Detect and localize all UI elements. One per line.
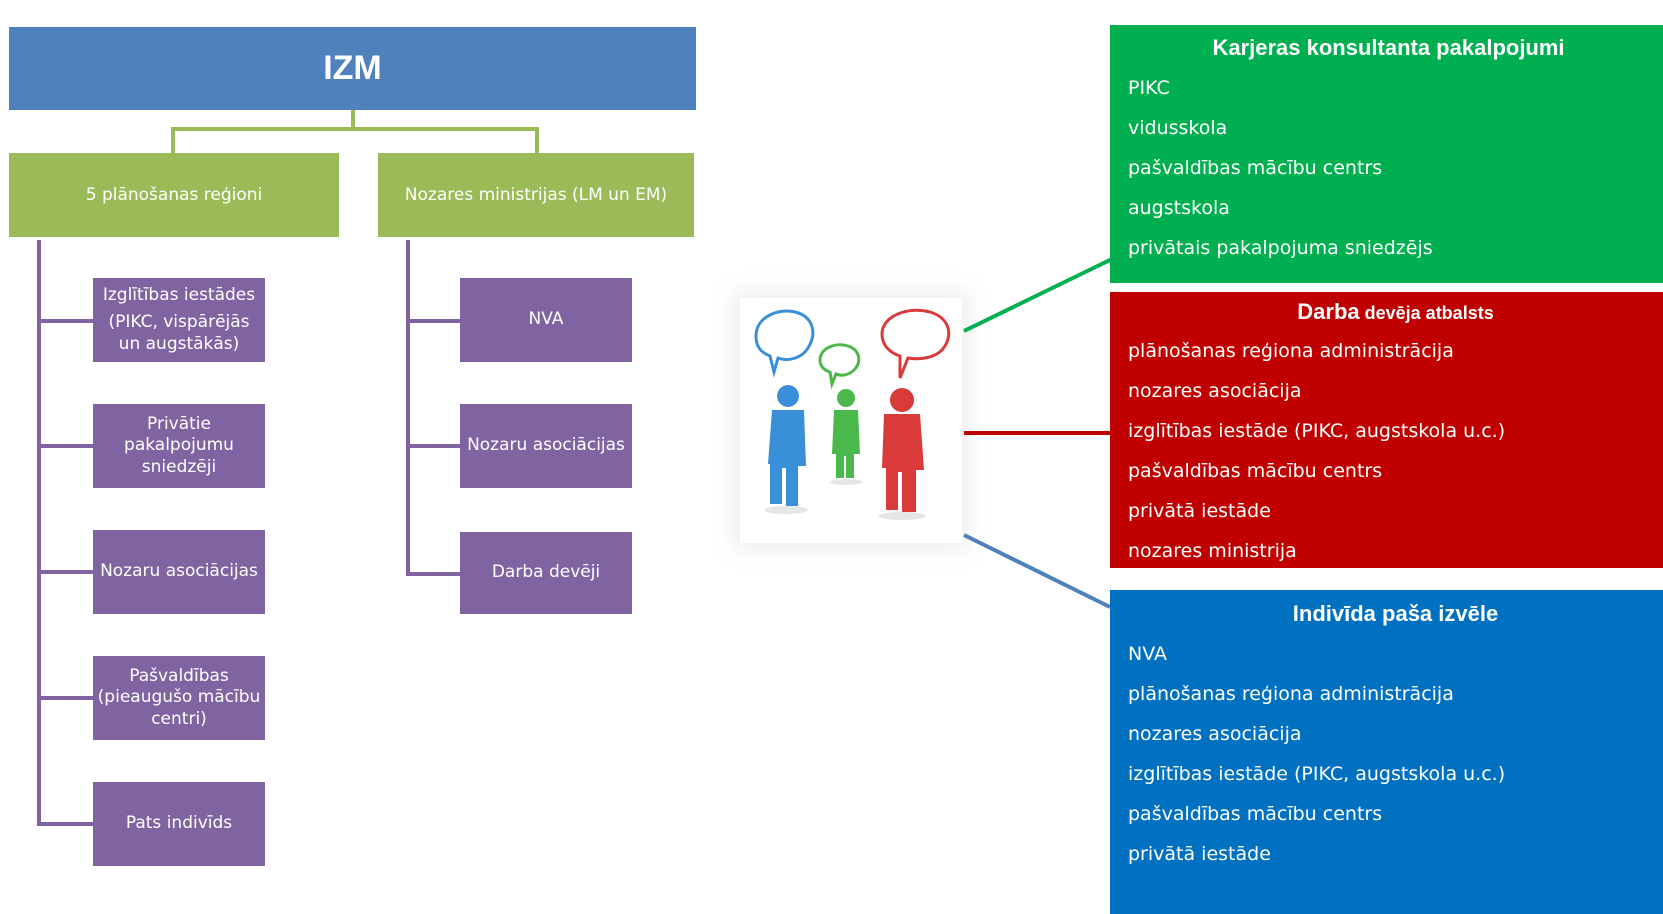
connector-left-spine bbox=[37, 240, 41, 826]
node-industry-associations-left: Nozaru asociācijas bbox=[93, 530, 265, 614]
connector-right-drop bbox=[535, 127, 539, 154]
connector-root-stem bbox=[351, 110, 355, 131]
panel-individual-choice: Indivīda paša izvēle NVA plānošanas reģi… bbox=[1110, 590, 1663, 914]
panel-item: privātā iestāde bbox=[1128, 500, 1271, 522]
panel-item: pašvaldības mācību centrs bbox=[1128, 460, 1383, 482]
connector-horizontal bbox=[171, 127, 539, 131]
node-line: (pieaugušo mācību bbox=[97, 687, 261, 708]
node-line: un augstākās) bbox=[118, 333, 240, 354]
node-line: Pats indivīds bbox=[125, 813, 233, 834]
node-line: Izglītības iestādes bbox=[102, 285, 256, 306]
branch-regions: 5 plānošanas reģioni bbox=[9, 153, 339, 237]
node-line: Darba devēji bbox=[491, 562, 601, 583]
connector-right-tick-1 bbox=[406, 319, 460, 323]
node-municipalities: Pašvaldības (pieaugušo mācību centri) bbox=[93, 656, 265, 740]
node-nva: NVA bbox=[460, 278, 632, 362]
node-line: NVA bbox=[528, 309, 564, 330]
panel-item: nozares ministrija bbox=[1128, 540, 1297, 562]
panel-item: izglītības iestāde (PIKC, augstskola u.c… bbox=[1128, 763, 1506, 785]
panel-item: izglītības iestāde (PIKC, augstskola u.c… bbox=[1128, 420, 1506, 442]
connector-left-tick-4 bbox=[37, 696, 93, 700]
panel-item: privātais pakalpojuma sniedzējs bbox=[1128, 237, 1433, 259]
node-line: (PIKC, vispārējās bbox=[108, 312, 250, 333]
connector-right-spine bbox=[406, 240, 410, 576]
branch-ministries: Nozares ministrijas (LM un EM) bbox=[378, 153, 694, 237]
node-line: Privātie bbox=[147, 414, 211, 435]
node-line: sniedzēji bbox=[141, 456, 217, 477]
panel-item: augstskola bbox=[1128, 197, 1230, 219]
node-employers: Darba devēji bbox=[460, 532, 632, 614]
panel-item: plānošanas reģiona administrācija bbox=[1128, 340, 1454, 362]
panel-title: Indivīda paša izvēle bbox=[1292, 601, 1499, 626]
connector-to-career bbox=[963, 257, 1113, 333]
panel-title: Darba devēja atbalsts bbox=[1128, 294, 1663, 331]
panel-item: plānošanas reģiona administrācija bbox=[1128, 683, 1454, 705]
panel-title-rest: devēja atbalsts bbox=[1359, 303, 1494, 323]
node-line: Pašvaldības bbox=[129, 666, 229, 687]
node-individual: Pats indivīds bbox=[93, 782, 265, 866]
panel-connectors bbox=[963, 257, 1113, 609]
node-line: centri) bbox=[151, 708, 207, 729]
panel-career-consultant: Karjeras konsultanta pakalpojumi PIKC vi… bbox=[1110, 25, 1663, 283]
node-education-institutions: Izglītības iestādes (PIKC, vispārējās un… bbox=[93, 278, 265, 362]
node-industry-associations-right: Nozaru asociācijas bbox=[460, 404, 632, 488]
panel-title-main: Darba bbox=[1297, 299, 1360, 324]
panel-employer-support: Darba devēja atbalsts plānošanas reģiona… bbox=[1110, 292, 1663, 568]
panel-item: pašvaldības mācību centrs bbox=[1128, 157, 1383, 179]
connector-right-tick-3 bbox=[406, 572, 460, 576]
connector-left-tick-1 bbox=[37, 319, 93, 323]
people-talking-icon bbox=[754, 308, 951, 520]
panel-item: NVA bbox=[1128, 643, 1167, 665]
connector-to-individual bbox=[963, 533, 1111, 609]
node-line: Nozaru asociācijas bbox=[467, 435, 625, 456]
panel-item: nozares asociācija bbox=[1128, 380, 1302, 402]
root-node-izm: IZM bbox=[9, 27, 696, 110]
panel-item: pašvaldības mācību centrs bbox=[1128, 803, 1383, 825]
node-line: Nozaru asociācijas bbox=[100, 561, 258, 582]
panel-item: privātā iestāde bbox=[1128, 843, 1271, 865]
panel-item: nozares asociācija bbox=[1128, 723, 1302, 745]
connector-right-tick-2 bbox=[406, 444, 460, 448]
connector-left-drop bbox=[171, 127, 175, 154]
connector-left-tick-3 bbox=[37, 570, 93, 574]
node-private-providers: Privātie pakalpojumu sniedzēji bbox=[93, 404, 265, 488]
panel-item: vidusskola bbox=[1128, 117, 1228, 139]
panel-item: PIKC bbox=[1128, 77, 1170, 99]
connector-left-tick-2 bbox=[37, 444, 93, 448]
node-line: pakalpojumu bbox=[124, 435, 234, 456]
connector-left-tick-5 bbox=[37, 822, 93, 826]
panel-title: Karjeras konsultanta pakalpojumi bbox=[1212, 35, 1565, 60]
